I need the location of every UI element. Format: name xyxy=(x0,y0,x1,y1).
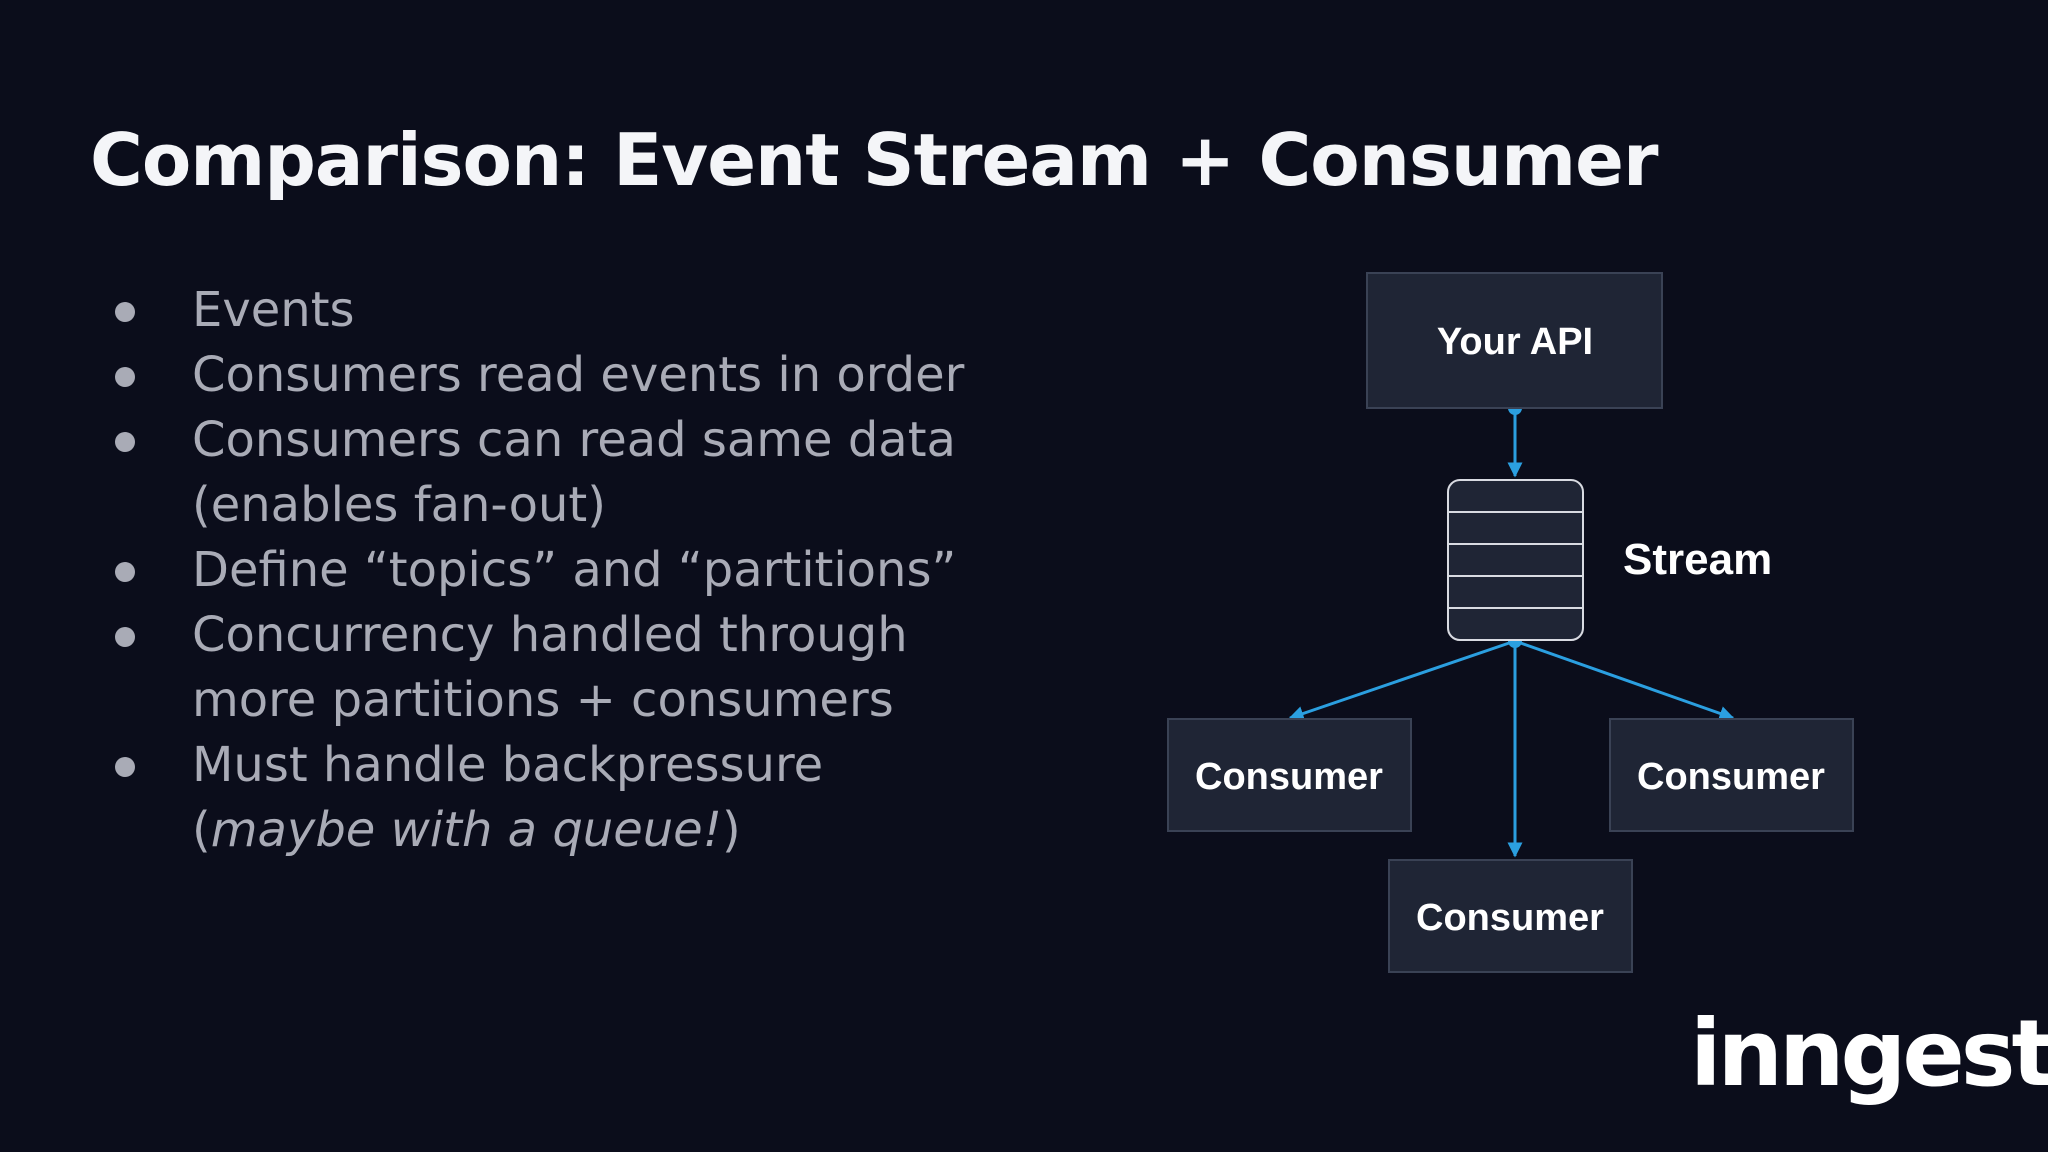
bullet-dot xyxy=(115,757,135,777)
consumer-node-right: Consumer xyxy=(1609,718,1854,832)
bullet-text: Consumers read events in order xyxy=(192,347,965,403)
bullet-text: Define “topics” and “partitions” xyxy=(192,542,957,598)
consumer-center-label: Consumer xyxy=(1416,897,1604,939)
bullet-item: Events xyxy=(112,278,964,343)
consumer-right-label: Consumer xyxy=(1637,756,1825,798)
bullet-text-continued: (maybe with a queue!) xyxy=(192,798,964,863)
bullet-text-continued: (enables fan-out) xyxy=(192,477,606,533)
bullet-item: Concurrency handled through more partiti… xyxy=(112,603,964,733)
stream-label: Stream xyxy=(1623,535,1772,584)
bullet-text: Consumers can read same data xyxy=(192,412,956,468)
bullet-text-continued: more partitions + consumers xyxy=(192,672,894,728)
bullet-item: Consumers read events in order xyxy=(112,343,964,408)
consumer-node-center: Consumer xyxy=(1388,859,1633,973)
bullet-item: Must handle backpressure (maybe with a q… xyxy=(112,733,964,863)
bullet-text: Concurrency handled through xyxy=(192,607,908,663)
connectors xyxy=(1288,408,1735,858)
bullet-text: Events xyxy=(192,282,355,338)
bullet-item: Consumers can read same data (enables fa… xyxy=(112,408,964,538)
api-node: Your API xyxy=(1366,272,1663,409)
consumer-left-label: Consumer xyxy=(1195,756,1383,798)
bullet-dot xyxy=(115,562,135,582)
slide-title: Comparison: Event Stream + Consumer xyxy=(90,118,1658,202)
consumer-node-left: Consumer xyxy=(1167,718,1412,832)
paren-open: ( xyxy=(192,802,211,858)
stream-to-left-consumer-arrow xyxy=(1288,639,1516,721)
stream-to-right-consumer-arrow xyxy=(1514,639,1735,721)
inngest-logo: inngest xyxy=(1690,1000,2048,1107)
bullet-list: Events Consumers read events in order Co… xyxy=(112,278,964,863)
bullet-dot xyxy=(115,302,135,322)
paren-close: ) xyxy=(721,802,741,858)
stream-node xyxy=(1447,479,1584,641)
emphasis-text: maybe with a queue! xyxy=(210,802,722,858)
bullet-item: Define “topics” and “partitions” xyxy=(112,538,964,603)
api-label: Your API xyxy=(1437,321,1593,363)
bullet-dot xyxy=(115,432,135,452)
bullet-dot xyxy=(115,367,135,387)
bullet-text: Must handle backpressure xyxy=(192,737,824,793)
bullet-dot xyxy=(115,627,135,647)
